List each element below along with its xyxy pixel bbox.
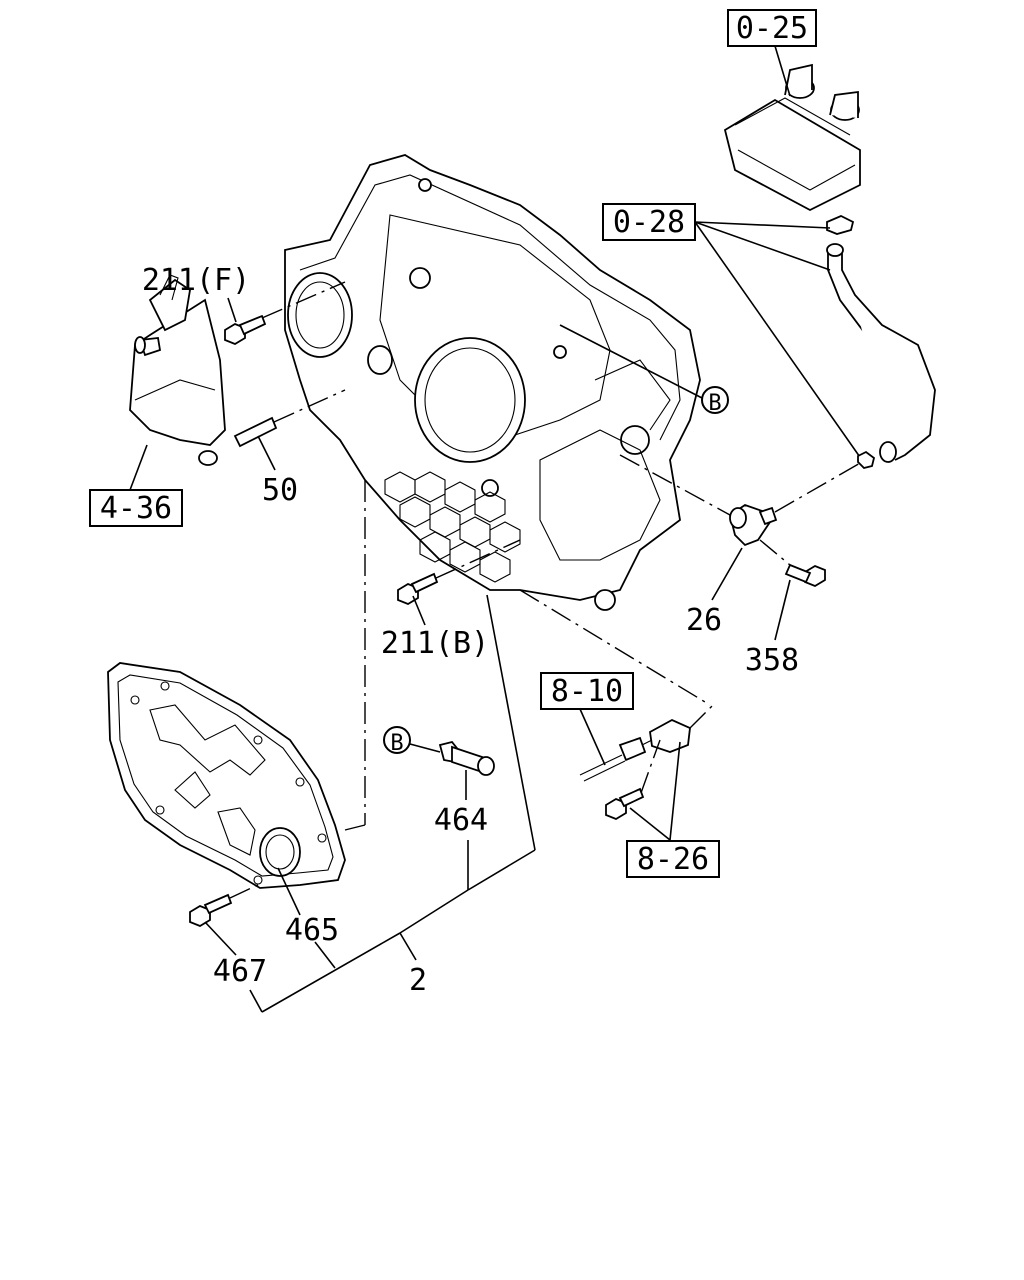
leader-8-10 (579, 708, 606, 766)
axis-8-26-b (689, 705, 713, 729)
circle-b-marker-2 (383, 726, 411, 754)
flywheel-housing (284, 154, 701, 611)
speed-sensor (579, 718, 691, 782)
hose-clamp (857, 450, 876, 469)
assembly-bracket-2 (249, 594, 536, 1013)
sensor-26 (728, 504, 778, 547)
ref-0-28-text: 0-28 (613, 205, 685, 240)
leader-8-26-b (669, 741, 681, 841)
ref-box-8-26 (626, 840, 720, 878)
axis-8-26 (519, 589, 711, 706)
ref-box-8-10 (540, 672, 634, 710)
circle-b-marker-1 (701, 386, 729, 414)
cover-plate (107, 662, 346, 889)
leader-50 (257, 435, 276, 471)
plug-464 (438, 740, 495, 776)
axis-26-housing (619, 454, 731, 516)
label-26: 26 (686, 603, 722, 638)
leader-4-36 (129, 444, 148, 491)
label-467: 467 (213, 954, 267, 989)
label-211f: 211(F) (142, 263, 250, 298)
label-465: 465 (285, 913, 339, 948)
breather-hose (826, 215, 936, 463)
label-50: 50 (262, 473, 298, 508)
leader-0-28-c (694, 221, 863, 461)
ref-box-0-25 (727, 9, 817, 47)
label-2: 2 (409, 963, 427, 998)
auxiliary-unit (129, 274, 226, 466)
ref-box-4-36 (89, 489, 183, 527)
leader-211b (412, 595, 426, 626)
bolt-211b (397, 572, 439, 606)
label-464: 464 (434, 803, 488, 838)
leader-0-28-a (694, 221, 831, 229)
axis-358 (759, 539, 791, 566)
leader-465 (277, 867, 301, 916)
circle-b-text-1: B (708, 391, 721, 416)
leader-26 (711, 547, 743, 601)
ref-0-25-text: 0-25 (736, 11, 808, 46)
axis-cover-housing-end (344, 824, 366, 831)
breather-unit (723, 63, 861, 212)
leader-211f (227, 297, 237, 323)
stud-50 (233, 416, 278, 448)
label-358: 358 (745, 643, 799, 678)
bolt-8-26 (605, 787, 645, 821)
ref-8-26-text: 8-26 (637, 842, 709, 877)
leader-8-26-a (629, 807, 671, 841)
leader-b-housing (559, 324, 703, 399)
axis-211f (261, 281, 346, 319)
leader-467 (204, 921, 237, 956)
bolt-211f (224, 314, 267, 346)
axis-211b (435, 539, 521, 579)
axis-467 (229, 882, 263, 899)
leader-0-28-b (694, 221, 831, 271)
ref-8-10-text: 8-10 (551, 674, 623, 709)
bolt-358 (784, 563, 826, 588)
label-211b: 211(B) (381, 626, 489, 661)
leader-0-25 (774, 45, 791, 97)
bolt-467 (189, 893, 233, 928)
leader-b-plug (409, 743, 441, 753)
ref-box-0-28 (602, 203, 696, 241)
leader-358 (774, 579, 791, 641)
ref-4-36-text: 4-36 (100, 491, 172, 526)
axis-50 (273, 389, 346, 423)
axis-bolt-8-26 (640, 739, 661, 794)
axis-26-hose (774, 461, 863, 513)
circle-b-text-2: B (390, 731, 403, 756)
